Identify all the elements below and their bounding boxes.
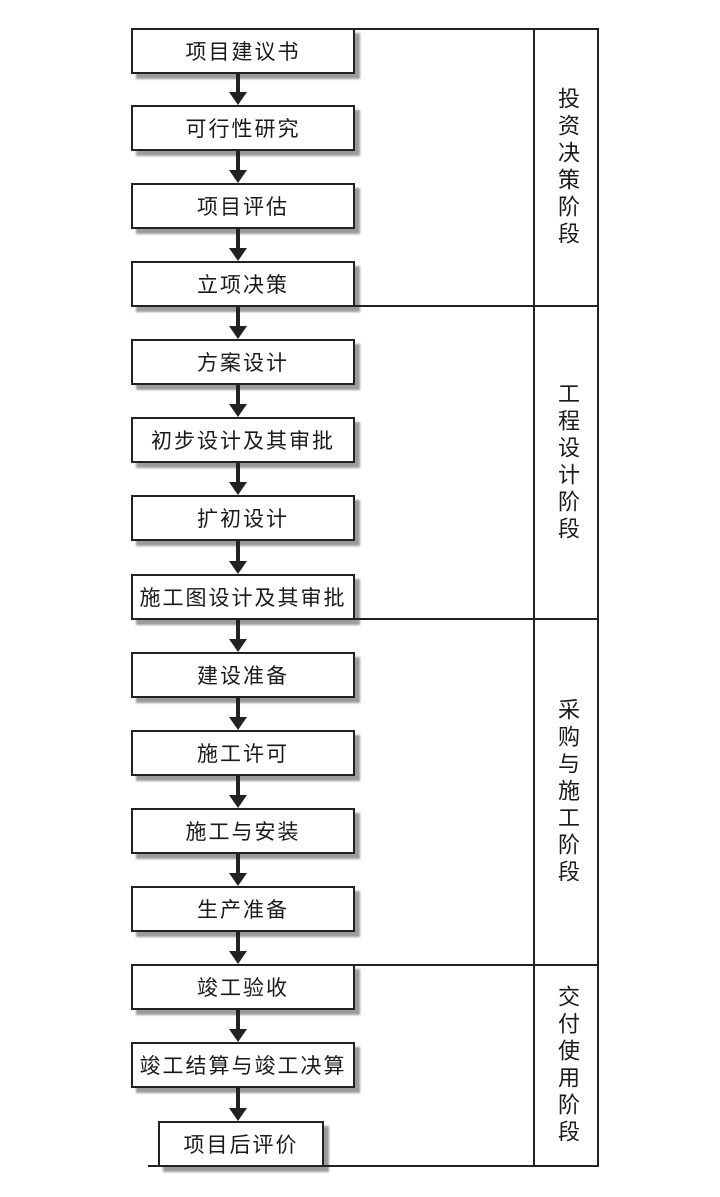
down-arrow-connector	[228, 698, 248, 730]
flow-step-label: 生产准备	[197, 898, 289, 922]
phase-label-cell: 采购与施工阶段	[535, 620, 597, 964]
flow-step-label: 施工与安装	[185, 820, 301, 844]
flow-step-label: 方案设计	[197, 351, 289, 375]
arrow-shaft	[236, 307, 240, 327]
flow-step-box: 扩初设计	[131, 495, 355, 541]
arrow-head	[229, 717, 247, 730]
arrow-shaft	[236, 776, 240, 796]
arrow-head	[229, 404, 247, 417]
down-arrow-connector	[228, 1010, 248, 1042]
arrow-shaft	[236, 620, 240, 640]
down-arrow-connector	[228, 229, 248, 261]
flow-step-box: 施工图设计及其审批	[131, 574, 355, 620]
down-arrow-connector	[228, 776, 248, 808]
diagram-top-border	[355, 28, 599, 30]
diagram-bottom-border	[148, 1165, 599, 1167]
flow-step-label: 施工图设计及其审批	[139, 586, 347, 610]
flow-step-label: 项目建议书	[185, 40, 301, 64]
arrow-head	[229, 1029, 247, 1042]
arrow-shaft	[236, 932, 240, 952]
down-arrow-connector	[228, 932, 248, 964]
arrow-shaft	[236, 854, 240, 874]
down-arrow-connector	[228, 385, 248, 417]
flow-step-box: 项目评估	[131, 183, 355, 229]
down-arrow-connector	[228, 74, 248, 105]
arrow-head	[229, 482, 247, 495]
flow-step-label: 初步设计及其审批	[151, 429, 335, 453]
flow-step-label: 扩初设计	[197, 507, 289, 531]
down-arrow-connector	[228, 151, 248, 183]
phase-label-cell: 投资决策阶段	[535, 30, 597, 305]
flow-step-label: 竣工验收	[197, 976, 289, 1000]
down-arrow-connector	[228, 1088, 248, 1121]
flow-step-label: 项目评估	[197, 195, 289, 219]
flow-step-label: 立项决策	[197, 273, 289, 297]
down-arrow-connector	[228, 307, 248, 339]
flow-step-box: 竣工验收	[131, 964, 355, 1010]
arrow-shaft	[236, 385, 240, 405]
arrow-head	[229, 561, 247, 574]
phase-divider-line	[355, 618, 599, 620]
phase-label-cell: 交付使用阶段	[535, 966, 597, 1165]
flow-step-box: 方案设计	[131, 339, 355, 385]
flow-step-label: 竣工结算与竣工决算	[139, 1054, 347, 1078]
arrow-shaft	[236, 1088, 240, 1109]
arrow-shaft	[236, 541, 240, 562]
flow-step-label: 建设准备	[197, 664, 289, 688]
arrow-shaft	[236, 74, 240, 93]
arrow-head	[229, 873, 247, 886]
arrow-head	[229, 639, 247, 652]
phase-label-cell: 工程设计阶段	[535, 307, 597, 618]
flow-step-box: 施工与安装	[131, 808, 355, 854]
flow-step-box: 可行性研究	[131, 105, 355, 151]
arrow-head	[229, 795, 247, 808]
phase-column-border-left	[533, 28, 535, 1167]
arrow-head	[229, 951, 247, 964]
flow-step-label: 施工许可	[197, 742, 289, 766]
flow-step-label: 项目后评价	[183, 1133, 299, 1157]
arrow-shaft	[236, 1010, 240, 1030]
flow-step-box: 立项决策	[131, 261, 355, 307]
flow-step-box: 施工许可	[131, 730, 355, 776]
flow-step-label: 可行性研究	[185, 117, 301, 141]
arrow-shaft	[236, 698, 240, 718]
down-arrow-connector	[228, 854, 248, 886]
flow-step-box: 初步设计及其审批	[131, 417, 355, 463]
arrow-head	[229, 170, 247, 183]
arrow-shaft	[236, 229, 240, 249]
arrow-shaft	[236, 463, 240, 483]
phase-divider-line	[355, 964, 599, 966]
down-arrow-connector	[228, 620, 248, 652]
flow-step-box: 竣工结算与竣工决算	[131, 1042, 355, 1088]
flow-step-box: 项目建议书	[131, 28, 355, 74]
phase-divider-line	[355, 305, 599, 307]
flow-step-box: 建设准备	[131, 652, 355, 698]
phase-label: 工程设计阶段	[554, 381, 579, 544]
down-arrow-connector	[228, 541, 248, 574]
arrow-head	[229, 248, 247, 261]
arrow-head	[229, 1108, 247, 1121]
flow-step-box: 项目后评价	[158, 1121, 324, 1167]
arrow-shaft	[236, 151, 240, 171]
phase-label: 采购与施工阶段	[554, 697, 579, 887]
phase-column-border-right	[597, 28, 599, 1167]
phase-label: 交付使用阶段	[554, 984, 579, 1147]
arrow-head	[229, 326, 247, 339]
arrow-head	[229, 92, 247, 105]
down-arrow-connector	[228, 463, 248, 495]
phase-label: 投资决策阶段	[554, 86, 579, 249]
flow-step-box: 生产准备	[131, 886, 355, 932]
